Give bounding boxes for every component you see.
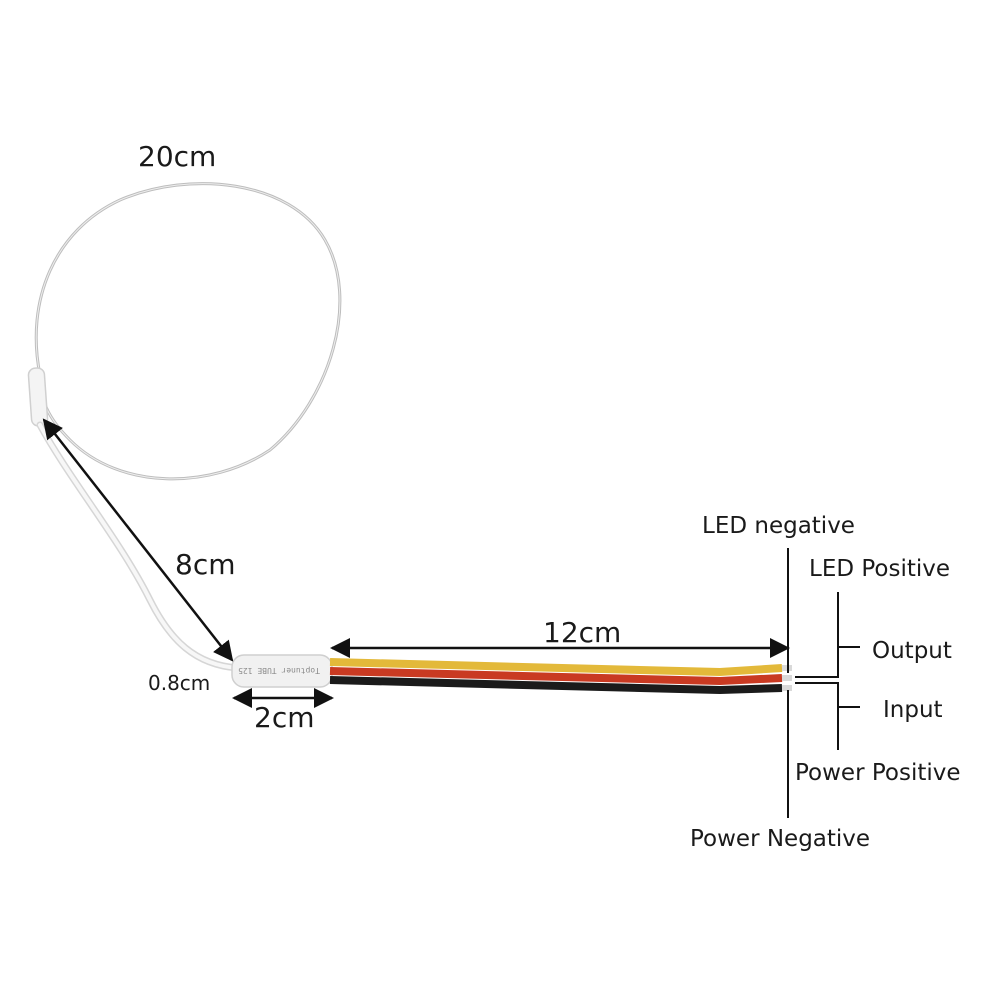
leader-power-positive (795, 682, 839, 750)
module-print: Toptuner TUBE 125 (238, 666, 320, 675)
label-12cm: 12cm (543, 616, 621, 649)
label-output: Output (872, 638, 952, 664)
leader-led-positive (795, 592, 839, 678)
wire-tip-red (782, 675, 792, 681)
label-power-positive: Power Positive (795, 760, 961, 786)
label-input: Input (883, 697, 943, 723)
label-8cm: 8cm (175, 548, 235, 581)
label-20cm: 20cm (138, 140, 216, 173)
wire-red (329, 667, 783, 686)
label-led-positive: LED Positive (809, 556, 950, 582)
wire-black (329, 676, 783, 695)
loop-antenna-wire (34, 182, 342, 481)
wire-tip-black (782, 685, 792, 691)
wire-yellow (329, 658, 783, 677)
loop-joint-sleeve (27, 367, 49, 427)
loop-antenna-wire-highlight (35, 183, 341, 480)
label-0-8cm: 0.8cm (148, 671, 210, 695)
dimension-arrow-8cm (42, 418, 234, 662)
label-2cm: 2cm (254, 701, 314, 734)
label-power-negative: Power Negative (690, 826, 870, 852)
label-led-negative: LED negative (702, 513, 855, 539)
